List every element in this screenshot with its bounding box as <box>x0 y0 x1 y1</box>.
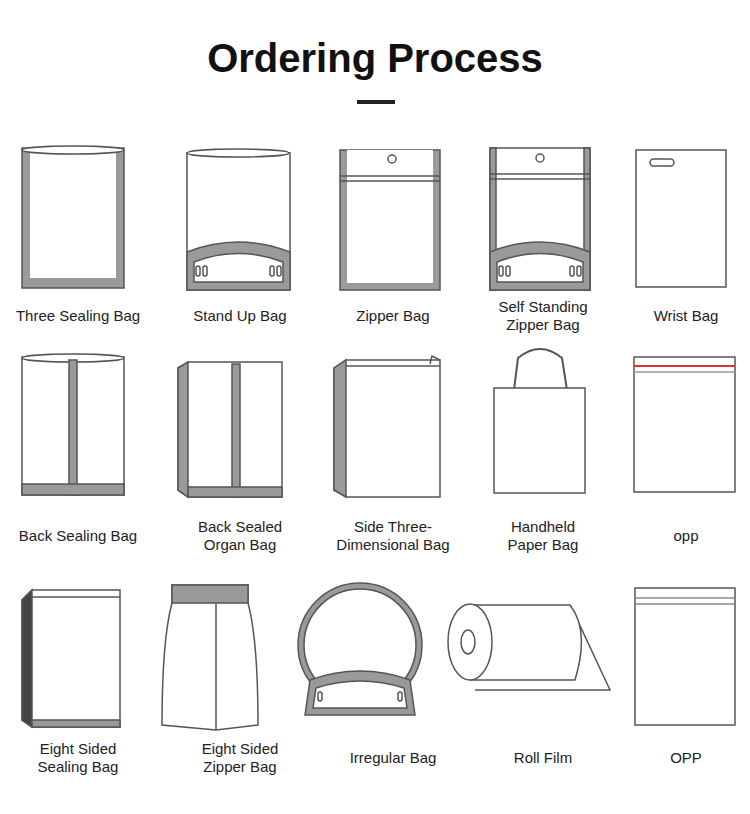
bag-outline <box>69 360 77 495</box>
bag-outline <box>347 150 433 283</box>
bag-outline <box>203 266 207 276</box>
zipper-bag <box>340 150 440 290</box>
bag-outline <box>22 357 124 495</box>
bag-label: opp <box>626 527 746 545</box>
bag-outline <box>490 178 590 180</box>
bag-outline <box>194 254 283 283</box>
eight-sided-zipper-bag <box>162 585 258 730</box>
bag-label: Handheld Paper Bag <box>497 518 589 554</box>
bag-label: Stand Up Bag <box>165 307 315 325</box>
bag-outline <box>398 692 402 701</box>
bag-outline <box>430 356 440 364</box>
bag-outline <box>22 590 32 727</box>
bag-outline <box>305 671 415 715</box>
bag-outline <box>215 603 217 730</box>
opp-bag <box>635 588 735 725</box>
bag-outline <box>178 362 188 497</box>
bag-outline <box>499 266 503 276</box>
bag-outline <box>187 149 289 157</box>
bag-label: Back Sealing Bag <box>3 527 153 545</box>
bag-outline <box>196 266 200 276</box>
eight-sided-sealing-bag <box>22 590 120 727</box>
bag-outline <box>187 152 290 290</box>
title-underline <box>357 100 395 104</box>
bag-outline <box>634 365 735 367</box>
bag-outline <box>340 175 440 177</box>
bag-outline <box>30 150 116 278</box>
bag-label: Irregular Bag <box>318 749 468 767</box>
bag-outline <box>461 630 475 654</box>
back-sealed-organ-bag <box>178 362 282 497</box>
opp-bag <box>634 357 735 492</box>
bag-outline <box>448 604 492 680</box>
bag-outline <box>232 364 240 497</box>
bag-outline <box>346 365 440 367</box>
bag-outline <box>577 266 581 276</box>
bag-outline <box>490 242 590 290</box>
bag-label: Zipper Bag <box>318 307 468 325</box>
bag-outline <box>22 146 124 154</box>
bag-outline <box>334 360 440 497</box>
bag-outline <box>334 360 346 497</box>
bag-outline <box>635 597 735 599</box>
bag-outline <box>22 590 120 727</box>
bag-outline <box>634 357 735 492</box>
bag-label: Side Three- Dimensional Bag <box>327 518 459 554</box>
bag-outline <box>514 349 567 390</box>
bag-label: Wrist Bag <box>626 307 746 325</box>
bag-outline <box>340 180 440 182</box>
irregular-bag <box>298 583 422 715</box>
bag-label: Eight Sided Zipper Bag <box>188 740 292 776</box>
roll-film <box>448 604 610 690</box>
back-sealing-bag <box>22 354 124 495</box>
bag-outline <box>497 254 583 283</box>
bag-outline <box>340 150 440 290</box>
bag-outline <box>270 266 274 276</box>
bag-outline <box>178 362 282 497</box>
bag-outline <box>650 159 674 166</box>
bag-outline <box>536 154 544 162</box>
bag-label: Back Sealed Organ Bag <box>184 518 296 554</box>
stand-up-bag <box>187 149 290 290</box>
handheld-paper-bag <box>494 349 585 493</box>
bag-label: OPP <box>626 749 746 767</box>
bag-label: Roll Film <box>468 749 618 767</box>
wrist-bag <box>636 150 726 287</box>
self-standing-zipper-bag <box>490 148 590 290</box>
bag-outline <box>22 148 124 288</box>
bag-outline <box>187 242 290 290</box>
bag-outline <box>22 484 124 495</box>
bag-outline <box>494 388 585 493</box>
side-three-dimensional-bag <box>334 356 440 497</box>
bag-outline <box>506 266 510 276</box>
three-sealing-bag <box>22 146 124 288</box>
bag-outline <box>318 692 322 701</box>
bag-outline <box>32 596 120 598</box>
bag-label: Self Standing Zipper Bag <box>487 298 599 334</box>
bag-outline <box>490 173 590 175</box>
bag-outline <box>277 266 281 276</box>
bag-outline <box>490 148 590 290</box>
bag-outline <box>635 603 735 605</box>
bag-outline <box>188 487 282 497</box>
bag-outline <box>388 155 396 163</box>
bag-outline <box>634 371 735 373</box>
bag-label: Eight Sided Sealing Bag <box>26 740 130 776</box>
bag-label: Three Sealing Bag <box>3 307 153 325</box>
bag-outline <box>636 150 726 287</box>
bag-outline <box>635 588 735 725</box>
page-title: Ordering Process <box>207 34 543 82</box>
bag-outline <box>162 585 258 730</box>
bag-outline <box>172 585 248 603</box>
bag-outline <box>32 720 120 727</box>
bag-outline <box>298 583 422 707</box>
bag-outline <box>313 681 407 708</box>
bag-outline <box>570 266 574 276</box>
